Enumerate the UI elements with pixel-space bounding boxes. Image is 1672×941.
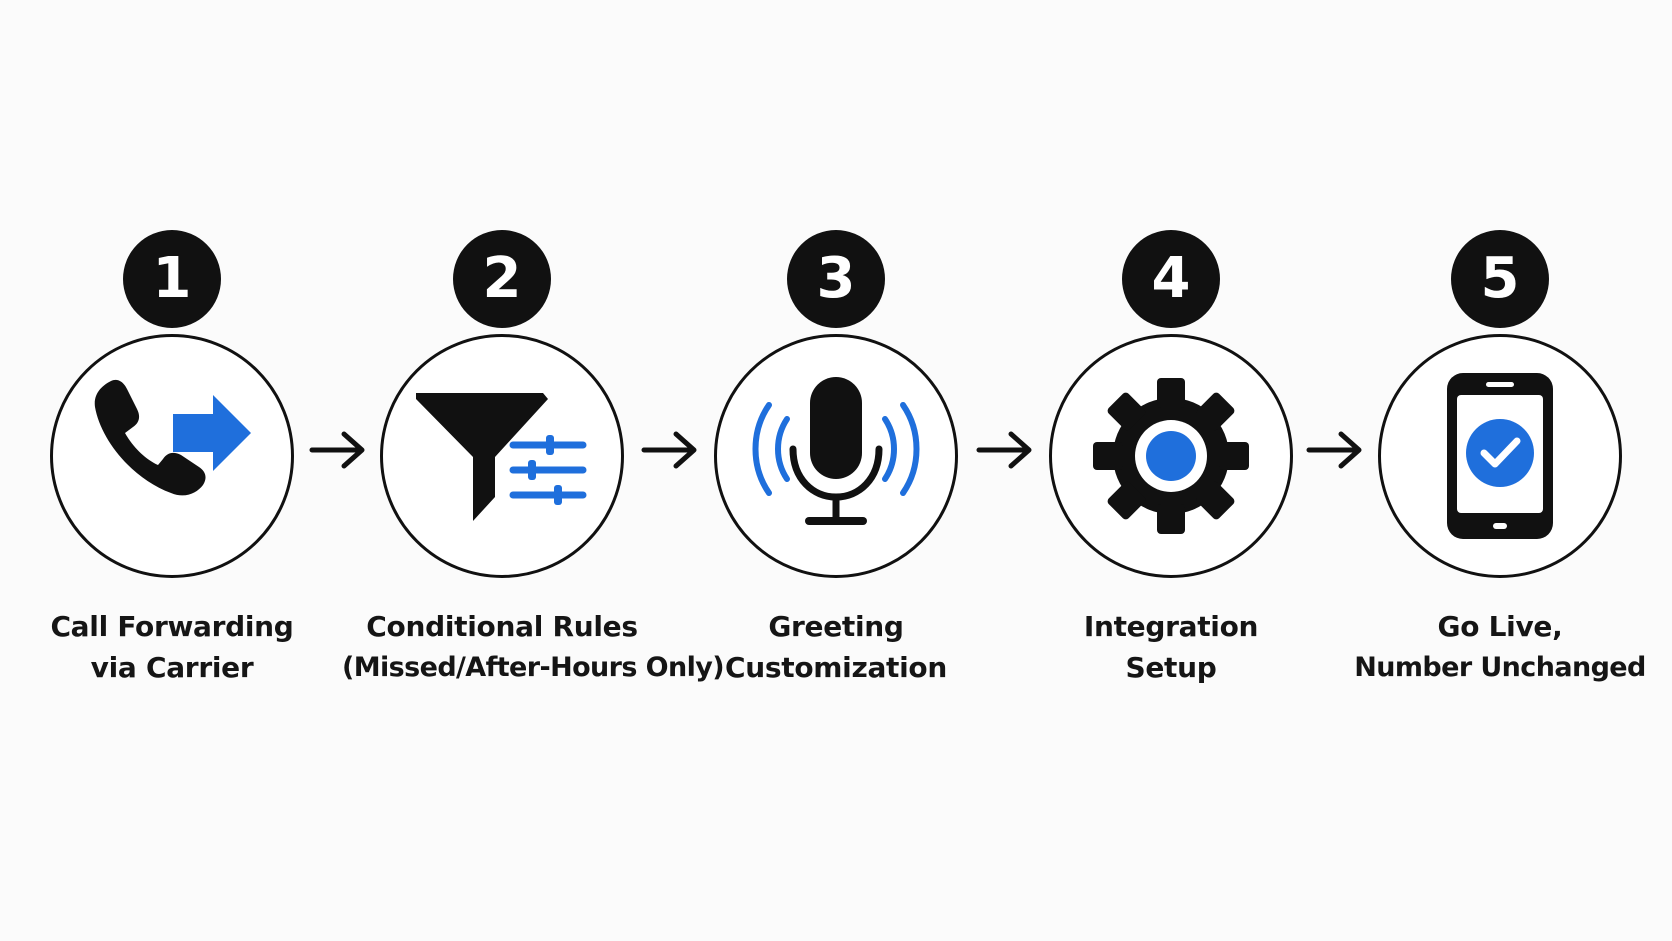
step-label: Conditional Rules (Missed/After-Hours On… <box>342 606 725 688</box>
filter-sliders-icon <box>416 393 587 521</box>
arrow-right-icon <box>308 428 368 472</box>
step-label-line2: Setup <box>1125 651 1217 684</box>
step-icon-circle <box>714 334 958 578</box>
step-number-badge: 4 <box>1122 230 1220 328</box>
step-label-line2: (Missed/After-Hours Only) <box>342 652 725 683</box>
arrow-right-icon <box>640 428 700 472</box>
phone-forward-icon <box>94 379 251 496</box>
step-4: 4 Integration Setup <box>1011 0 1331 941</box>
step-icon-circle <box>380 334 624 578</box>
step-label-line2: via Carrier <box>90 651 254 684</box>
step-label-line1: Integration <box>1083 610 1259 643</box>
step-label-line2: Number Unchanged <box>1354 652 1646 683</box>
arrow-right-icon <box>1305 428 1365 472</box>
step-label: Integration Setup <box>1011 606 1331 688</box>
arrow-right-icon <box>975 428 1035 472</box>
step-1: 1 Call Forwarding via Carrier <box>12 0 332 941</box>
step-5: 5 Go Live, Number Unchanged <box>1340 0 1660 941</box>
step-2: 2 Conditional Rules (Missed/After-Hours … <box>342 0 725 941</box>
step-icon-circle <box>1378 334 1622 578</box>
step-label-line1: Conditional Rules <box>366 610 638 643</box>
step-label: Greeting Customization <box>676 606 996 688</box>
step-label-line2: Customization <box>725 651 947 684</box>
step-label-line1: Greeting <box>768 610 904 643</box>
step-label: Call Forwarding via Carrier <box>12 606 332 688</box>
gear-icon <box>1093 378 1249 534</box>
step-number-badge: 1 <box>123 230 221 328</box>
step-icon-circle <box>1049 334 1293 578</box>
step-label: Go Live, Number Unchanged <box>1340 606 1660 688</box>
step-number-badge: 3 <box>787 230 885 328</box>
step-number-badge: 5 <box>1451 230 1549 328</box>
step-label-line1: Go Live, <box>1437 610 1563 643</box>
step-label-line1: Call Forwarding <box>50 610 294 643</box>
step-number-badge: 2 <box>453 230 551 328</box>
microphone-icon <box>752 377 920 525</box>
step-3: 3 Greeting Customization <box>676 0 996 941</box>
step-icon-circle <box>50 334 294 578</box>
phone-check-icon <box>1447 373 1553 539</box>
